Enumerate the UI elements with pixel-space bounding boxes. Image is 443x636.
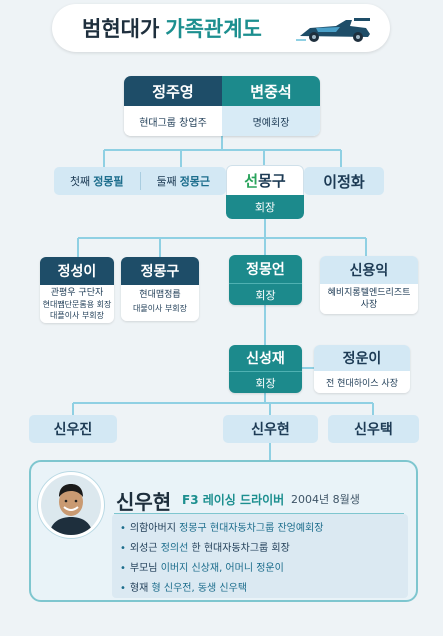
sibling2-name: 정몽근 <box>179 175 211 188</box>
gen3-child2-line2: 대물이사 부회장 <box>132 304 188 313</box>
gen3-child4-card: 신용익 혜비지롱텔엔드리즈트 사장 <box>320 256 418 314</box>
gen3-child1-card: 정성이 관평우 구단자 현대쨈단문롬용 회장 대플이사 부회장 <box>40 257 114 323</box>
sibling1-name: 정몽필 <box>93 175 124 188</box>
fact-3-highlight: 이버지 신상재, 어머니 정운이 <box>160 563 284 574</box>
gen3-child4-name: 신용익 <box>320 256 418 284</box>
race-car-icon <box>296 18 370 42</box>
fact-2-highlight: 정의선 <box>160 543 189 554</box>
gen4-spouse-desc: 전 현대하이스 사장 <box>314 371 410 393</box>
gen2-main-name-first: 선 <box>244 172 259 190</box>
profile-birth: 2004년 8월생 <box>291 493 360 506</box>
title-banner: 범현대가 가족관계도 <box>52 4 390 52</box>
elder-siblings: 첫째 정몽필 둘째 정몽근 <box>54 167 226 195</box>
fact-2-post: 한 현대자동차그룹 회장 <box>188 543 290 554</box>
fact-1-pre: 의함아버지 <box>129 523 180 534</box>
founder-spouse-desc: 명예회장 <box>222 106 320 136</box>
bullet-icon: • <box>120 523 126 534</box>
gen3-child2-line1: 현대맵정릅 <box>139 290 181 300</box>
fact-1-highlight: 정몽구 현대자동차그룹 잔엉예회장 <box>179 523 324 534</box>
bullet-icon: • <box>120 563 126 574</box>
fact-3-pre: 부모님 <box>129 563 161 574</box>
profile-name: 신우현 <box>116 490 172 514</box>
gen3-child3-name: 정몽언 <box>229 255 302 283</box>
gen4-spouse-card: 정운이 전 현대하이스 사장 <box>314 345 410 393</box>
gen3-child1-line2: 현대쨈단문롬용 회장 <box>42 300 112 309</box>
gen2-main-title: 회장 <box>226 195 304 219</box>
gen5-child3: 신우택 <box>328 415 419 443</box>
bullet-icon: • <box>120 543 126 554</box>
gen3-child1-name: 정성이 <box>40 257 114 285</box>
gen4-main-title: 회장 <box>229 371 302 393</box>
person-portrait-icon <box>41 475 101 535</box>
avatar <box>38 472 104 538</box>
gen5-child1: 신우진 <box>29 415 117 443</box>
profile-fact-3: •부모님 이버지 신상재, 어머니 정운이 <box>120 559 408 579</box>
gen3-child1-line1: 관평우 구단자 <box>50 288 104 298</box>
profile-divider <box>114 513 404 514</box>
profile-fact-2: •외성근 정의선 한 현대자동차그룹 회장 <box>120 539 408 559</box>
gen3-child4-line1: 혜비지롱텔엔드리즈트 <box>327 288 411 298</box>
gen3-child1-line3: 대플이사 부회장 <box>49 311 105 320</box>
gen4-spouse-name: 정운이 <box>314 345 410 371</box>
title-part1: 범현대가 <box>82 17 160 41</box>
founder-name: 정주영 <box>124 76 222 106</box>
sibling1-label: 첫째 <box>69 175 91 188</box>
fact-4-highlight: 형 신우전, 동생 신우택 <box>151 583 248 594</box>
gen3-child4-line2: 사장 <box>360 300 378 310</box>
gen4-main-card: 신성재 회장 <box>229 345 302 393</box>
gen3-child3-card: 정몽언 회장 <box>229 255 302 305</box>
profile-facts: •의함아버지 정몽구 현대자동차그룹 잔엉예회장 •외성근 정의선 한 현대자동… <box>112 514 408 598</box>
profile-role: F3 레이싱 드라이버 <box>182 493 285 507</box>
gen3-child3-title: 회장 <box>229 283 302 305</box>
gen3-child2-name: 정몽구 <box>121 257 199 285</box>
founder-couple: 정주영 변중석 현대그룹 창업주 명예회장 <box>124 76 320 136</box>
founder-spouse-name: 변중석 <box>222 76 320 106</box>
fact-2-pre: 외성근 <box>129 543 161 554</box>
gen2-spouse: 이정화 <box>304 167 384 195</box>
bullet-icon: • <box>120 583 126 594</box>
gen2-main-name-rest: 몽구 <box>258 172 286 190</box>
profile-fact-4: •형재 형 신우전, 동생 신우택 <box>120 579 408 599</box>
gen5-child2: 신우현 <box>223 415 318 443</box>
gen4-main-name: 신성재 <box>229 345 302 371</box>
founder-desc: 현대그룹 창업주 <box>124 106 222 136</box>
gen3-child2-card: 정몽구 현대맵정릅 대물이사 부회장 <box>121 257 199 321</box>
profile-fact-1: •의함아버지 정몽구 현대자동차그룹 잔엉예회장 <box>120 519 408 539</box>
fact-4-pre: 형재 <box>129 583 152 594</box>
sibling2-label: 둘째 <box>156 175 177 188</box>
sibling-divider <box>139 172 141 190</box>
title-part2: 가족관계도 <box>165 17 262 41</box>
